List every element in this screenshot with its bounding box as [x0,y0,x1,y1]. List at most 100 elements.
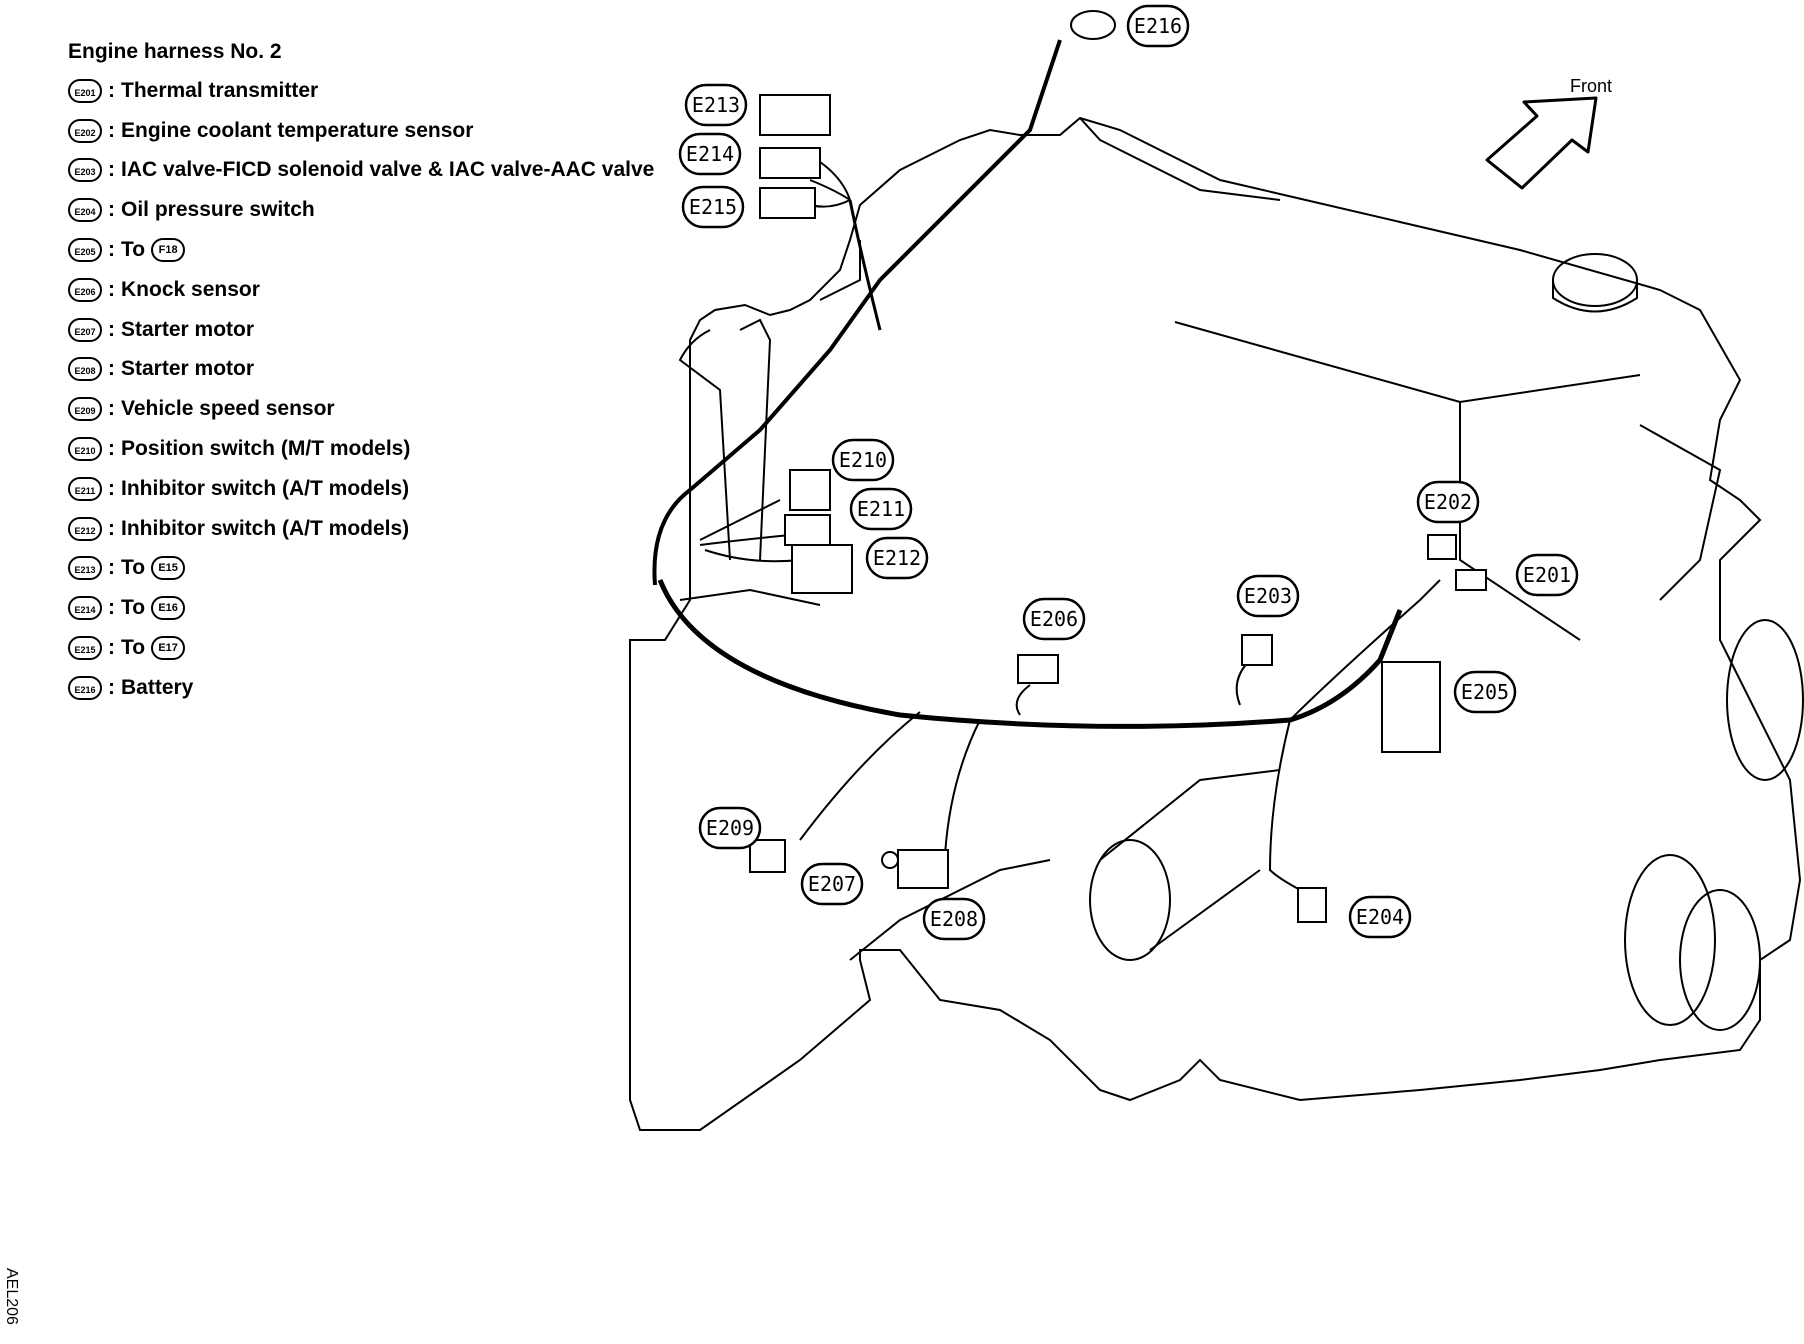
callout-e213-oval [684,83,748,127]
connector-e214 [759,147,821,179]
figure-id: AEL206 [3,1268,20,1325]
legend-separator: : [108,78,115,102]
legend-code-oval: E212 [68,516,102,541]
engine-outline [629,116,1804,1131]
legend-code-oval: E201 [68,78,102,103]
callout-e212-oval [865,536,929,580]
legend-ref-oval: F18 [151,238,186,263]
callout-e210: E210 [839,448,887,472]
callout-e203: E203 [1244,584,1292,608]
callout-e208-oval [922,897,986,941]
legend-separator: : [108,397,115,421]
connector-e208 [897,849,949,889]
legend-code-oval: E205 [68,238,102,263]
legend-text: Battery [121,675,194,699]
callout-e214-oval [678,132,742,176]
legend-separator: : [108,238,115,262]
legend-separator: : [108,516,115,540]
legend-item: E209:Vehicle speed sensor [68,389,654,429]
callout-e202: E202 [1424,490,1472,514]
callout-e206: E206 [1030,607,1078,631]
legend-separator: : [108,437,115,461]
legend-text: To [121,556,146,580]
callout-e207: E207 [808,872,856,896]
legend-code-oval: E204 [68,198,102,223]
legend-text: IAC valve-FICD solenoid valve & IAC valv… [121,158,655,182]
callout-e201-oval [1515,553,1579,597]
legend-text: Thermal transmitter [121,78,319,102]
connector-e206 [1017,654,1059,684]
callout-e204-oval [1348,895,1412,939]
connector-e205 [1381,661,1441,753]
legend-code-oval: E211 [68,476,102,501]
legend-code-oval: E210 [68,437,102,462]
callout-e203-oval [1236,574,1300,618]
connector-e213 [759,94,831,136]
front-label: Front [1570,76,1613,96]
legend-separator: : [108,556,115,580]
connectors [749,10,1487,923]
legend-separator: : [108,158,115,182]
legend-item: E211:Inhibitor switch (A/T models) [68,469,654,509]
legend-separator: : [108,277,115,301]
legend-title: Engine harness No. 2 [68,40,282,63]
connector-e212 [791,544,853,594]
legend-item: E210:Position switch (M/T models) [68,429,654,469]
legend-code-oval: E207 [68,317,102,342]
callout-e210-oval [831,438,895,482]
legend-text: Inhibitor switch (A/T models) [121,476,410,500]
callout-e205: E205 [1461,680,1509,704]
callout-e202-oval [1416,480,1480,524]
legend-item: E212:Inhibitor switch (A/T models) [68,509,654,549]
legend: Engine harness No. 2 E201:Thermal transm… [68,40,654,708]
connector-e210 [789,469,831,511]
legend-item: E202:Engine coolant temperature sensor [68,111,654,151]
callouts [678,4,1579,941]
callout-e215-oval [681,185,745,229]
legend-text: Engine coolant temperature sensor [121,118,474,142]
legend-ref-oval: E17 [151,636,186,661]
legend-item: E207:Starter motor [68,310,654,350]
callout-e205-oval [1453,670,1517,714]
callout-e214: E214 [686,142,734,166]
legend-code-oval: E206 [68,277,102,302]
legend-text: To [121,636,146,660]
callout-e211: E211 [857,497,905,521]
legend-code-oval: E216 [68,675,102,700]
connector-e207 [881,851,899,869]
callout-e201: E201 [1523,563,1571,587]
legend-text: To [121,596,146,620]
callout-e209-oval [698,806,762,850]
legend-item: E201:Thermal transmitter [68,71,654,111]
callout-e216-oval [1126,4,1190,48]
legend-separator: : [108,636,115,660]
connector-e204 [1297,887,1327,923]
legend-separator: : [108,675,115,699]
legend-code-oval: E208 [68,357,102,382]
callout-e212: E212 [873,546,921,570]
callout-e206-oval [1022,597,1086,641]
callout-e207-oval [800,862,864,906]
legend-text: Vehicle speed sensor [121,397,335,421]
connector-e211 [784,514,831,546]
legend-item: E203:IAC valve-FICD solenoid valve & IAC… [68,151,654,191]
front-arrow-icon [1485,96,1598,190]
connector-e209 [749,839,786,873]
legend-ref-oval: E16 [151,596,186,621]
legend-code-oval: E215 [68,636,102,661]
legend-separator: : [108,476,115,500]
legend-code-oval: E202 [68,118,102,143]
legend-code-oval: E203 [68,158,102,183]
legend-ref-oval: E15 [151,556,186,581]
legend-item: E204:Oil pressure switch [68,190,654,230]
legend-separator: : [108,198,115,222]
legend-separator: : [108,317,115,341]
legend-text: Starter motor [121,357,255,381]
connector-e215 [759,187,816,219]
callout-e215: E215 [689,195,737,219]
